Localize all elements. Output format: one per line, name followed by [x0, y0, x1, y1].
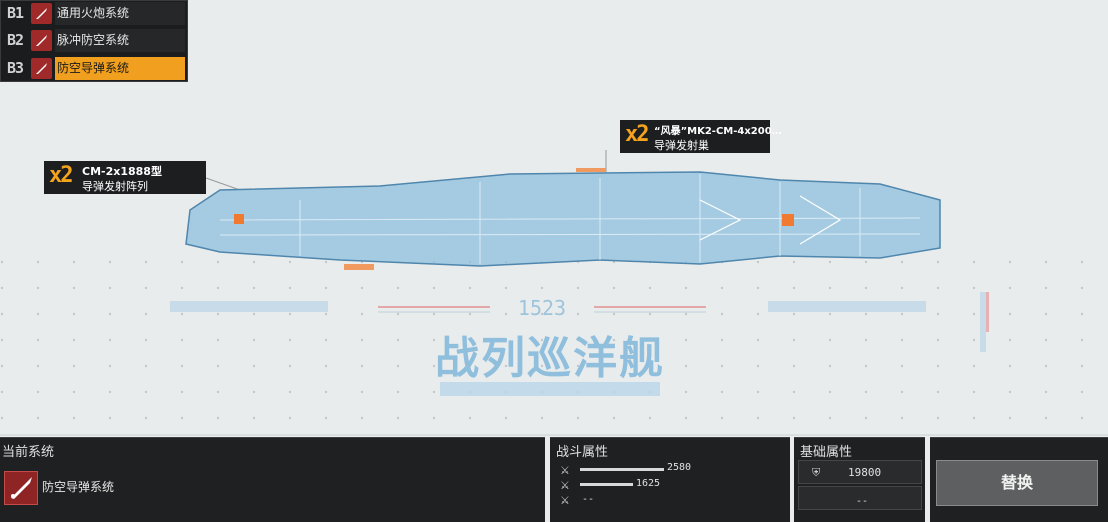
system-code: B3 [7, 59, 24, 77]
current-system-panel: 当前系统 防空导弹系统 [0, 437, 545, 522]
system-label: 脉冲防空系统 [55, 29, 185, 52]
missile-icon [31, 58, 52, 79]
weapon-system-list: B1 通用火炮系统 B2 脉冲防空系统 B3 防空导弹系统 [0, 0, 188, 82]
system-row-b3[interactable]: B3 防空导弹系统 [3, 57, 187, 80]
basic-stats-panel: 基础属性 ⛨ 19800 -- [794, 437, 925, 522]
attack-icon: ⚔ [560, 464, 570, 477]
system-label: 防空导弹系统 [55, 57, 185, 80]
stat-value: 2580 [667, 462, 692, 473]
stat-box [798, 486, 922, 510]
weapon-type: 导弹发射阵列 [82, 180, 148, 193]
panel-title: 当前系统 [2, 445, 55, 460]
system-code: B1 [7, 4, 24, 22]
panel-title: 基础属性 [800, 445, 853, 460]
stat-box [798, 460, 922, 484]
weapon-count: x2 [625, 122, 649, 147]
system-code: B2 [7, 31, 24, 49]
stat-value: 1625 [636, 478, 661, 489]
speed-icon: ⚔ [560, 494, 570, 507]
panel-title: 战斗属性 [556, 445, 609, 460]
missile-icon [31, 30, 52, 51]
weapon-tag-right[interactable]: x2 “风暴”MK2-CM-4x200… 导弹发射巢 [620, 120, 782, 153]
range-icon: ⚔ [560, 479, 570, 492]
stat-value: -- [582, 494, 595, 505]
battlecruiser-blueprint [185, 168, 941, 270]
weapon-model: “风暴”MK2-CM-4x200… [654, 126, 782, 137]
replace-button[interactable]: 替换 [936, 460, 1098, 506]
ship-number: 1523 [517, 296, 567, 320]
stat-bar [580, 483, 633, 486]
weapon-type: 导弹发射巢 [654, 139, 709, 152]
system-row-b1[interactable]: B1 通用火炮系统 [3, 2, 187, 25]
weapon-count: x2 [49, 163, 73, 188]
system-label: 通用火炮系统 [55, 2, 185, 25]
missile-icon [4, 471, 38, 505]
stat-bar [580, 468, 664, 471]
weapon-tag-left[interactable]: x2 CM-2x1888型 导弹发射阵列 [44, 161, 206, 194]
combat-stats-panel: 战斗属性 ⚔ 2580 ⚔ 1625 ⚔ -- [550, 437, 790, 522]
ship-class-name: 战列巡洋舰 [435, 333, 665, 384]
weapon-model: CM-2x1888型 [82, 165, 162, 178]
stat-value: -- [856, 496, 869, 507]
stat-value: 19800 [848, 466, 882, 479]
hull-icon: ⛨ [812, 466, 821, 479]
system-row-b2[interactable]: B2 脉冲防空系统 [3, 29, 187, 52]
missile-icon [31, 3, 52, 24]
current-system-name: 防空导弹系统 [42, 480, 115, 494]
